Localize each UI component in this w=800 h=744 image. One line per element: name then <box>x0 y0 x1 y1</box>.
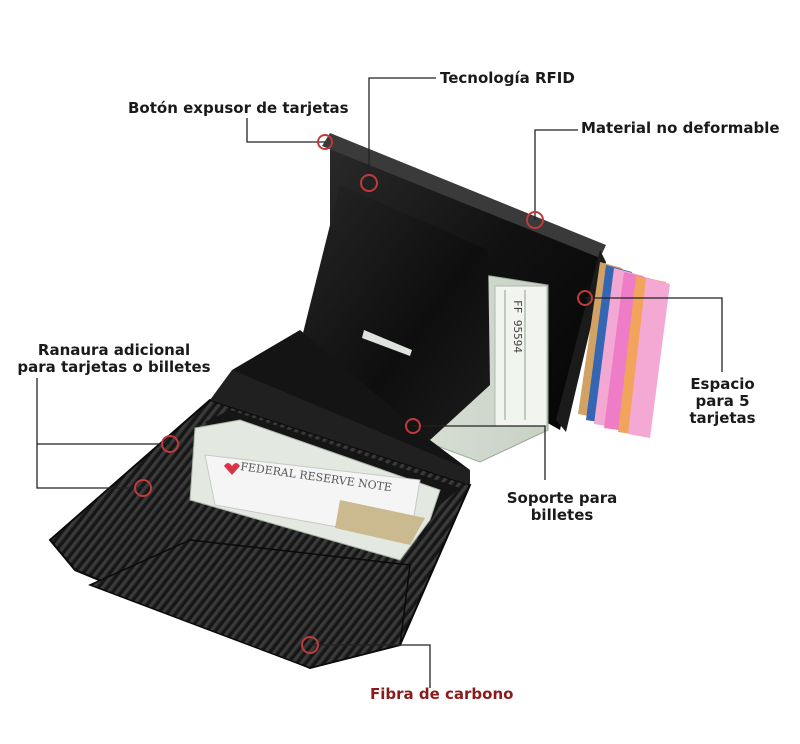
label-card-space-line-2: para 5 <box>695 392 750 410</box>
cards-stack <box>578 262 670 438</box>
label-material: Material no deformable <box>581 119 780 137</box>
heart-icon <box>224 463 240 475</box>
front-pocket-panel <box>88 539 411 669</box>
label-card-space-line-3: tarjetas <box>689 409 756 427</box>
label-bill-holder-line-1: Soporte para <box>506 489 618 507</box>
marker-extra-slot-bottom <box>134 479 152 497</box>
marker-bill-holder <box>405 418 421 434</box>
label-bill-holder-line-2: billetes <box>530 506 594 524</box>
marker-material <box>526 211 544 229</box>
marker-card-space <box>577 290 593 306</box>
marker-ejector-button <box>317 134 333 150</box>
marker-carbon-fiber <box>301 636 319 654</box>
label-extra-slot-line-1: Ranaura adicional <box>37 341 191 359</box>
front-pocket: FEDERAL RESERVE NOTE <box>88 419 441 669</box>
callout-markers <box>134 134 593 654</box>
marker-extra-slot-top <box>161 435 179 453</box>
card <box>628 278 670 438</box>
leader-material <box>534 129 578 220</box>
leader-extra-slot-a <box>36 378 143 489</box>
label-rfid: Tecnología RFID <box>440 69 575 87</box>
card-case-top-edge <box>322 133 606 258</box>
label-ejector-button: Botón expusor de tarjetas <box>128 99 349 117</box>
marker-rfid <box>360 174 378 192</box>
leader-bill-holder <box>413 425 546 480</box>
leader-card-space <box>585 297 723 372</box>
leader-rfid <box>368 77 436 183</box>
label-bill-holder: Soporte para billetes <box>497 490 627 524</box>
label-card-space-line-1: Espacio <box>690 375 755 393</box>
label-card-space: Espacio para 5 tarjetas <box>680 376 765 427</box>
label-carbon-fiber: Fibra de carbono <box>370 685 514 703</box>
label-extra-slot-line-2: para tarjetas o billetes <box>17 358 211 376</box>
rfid-flap <box>232 185 490 480</box>
banknote-serial: FF 95594 <box>511 300 524 353</box>
leader-carbon-fiber <box>310 644 431 688</box>
leader-ejector <box>246 118 325 143</box>
leader-lines <box>36 77 723 688</box>
label-extra-slot: Ranaura adicional para tarjetas o billet… <box>14 342 214 376</box>
